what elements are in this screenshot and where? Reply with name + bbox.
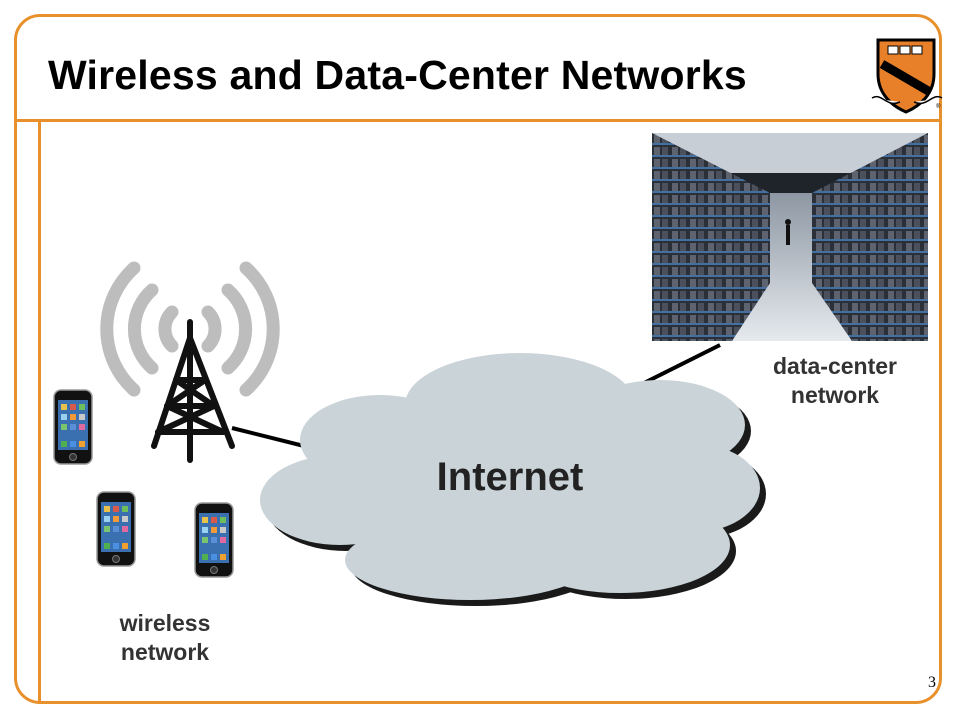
title-divider	[14, 119, 942, 122]
slide-frame	[14, 14, 942, 704]
datacenter-photo	[652, 133, 928, 341]
wireless-label-line2: network	[120, 639, 210, 665]
datacenter-label: data-center network	[740, 352, 930, 410]
slide-title: Wireless and Data-Center Networks	[48, 52, 747, 98]
signal-waves-icon	[100, 261, 280, 397]
radio-tower-icon	[151, 319, 235, 463]
datacenter-label-line2: network	[790, 382, 880, 408]
datacenter-label-line1: data-center	[773, 353, 897, 379]
smartphone-icon	[53, 389, 93, 465]
side-divider	[38, 121, 41, 704]
wireless-label: wireless network	[70, 609, 260, 667]
page-number: 3	[928, 674, 936, 691]
internet-label: Internet	[436, 455, 584, 499]
internet-cloud	[260, 353, 766, 606]
smartphone-icon	[96, 491, 136, 567]
svg-text:®: ®	[936, 103, 941, 110]
smartphone-icon	[194, 502, 234, 578]
princeton-shield-icon: ®	[871, 38, 943, 114]
wireless-label-line1: wireless	[119, 610, 211, 636]
datacenter-link-line	[639, 343, 721, 387]
